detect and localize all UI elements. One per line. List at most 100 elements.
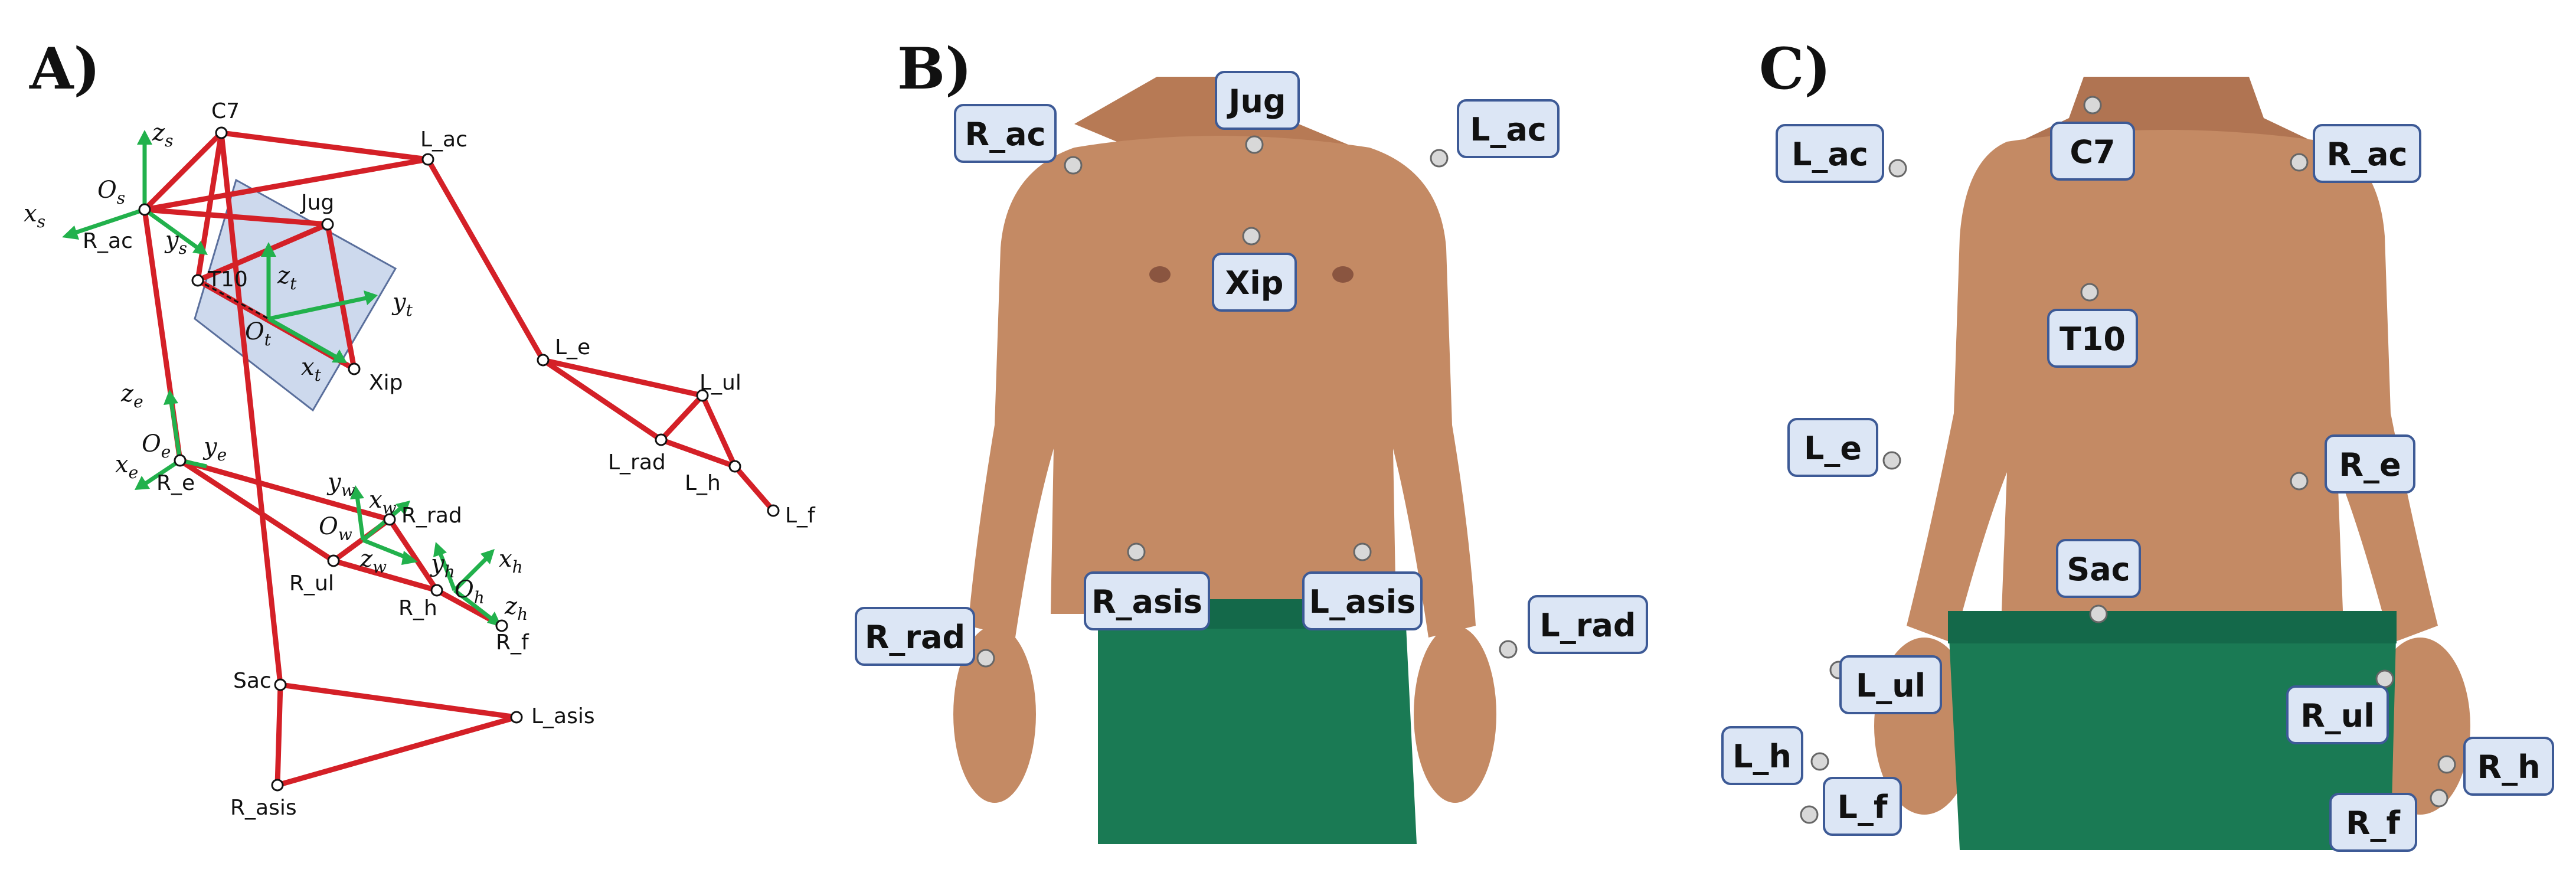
segment-c7-sac <box>218 130 283 688</box>
panel-b: B) Jug R_ac L_ac Xip R_asis L_asis <box>850 0 1712 889</box>
axis-xe <box>143 459 181 486</box>
label-rf: R_f <box>496 630 529 655</box>
label-zw: zw <box>359 545 387 577</box>
label-t10: T10 <box>207 267 248 292</box>
panel-a-label: A) <box>29 35 100 102</box>
panel-a: A) <box>0 0 850 889</box>
segment-rac-lac <box>142 156 431 213</box>
segment-lul-lh <box>699 393 738 469</box>
segment-t10-jug <box>195 221 331 283</box>
segment-lrad-lul <box>658 393 705 443</box>
point-t10 <box>191 274 204 287</box>
label-xe: xe <box>115 451 138 482</box>
point-xip <box>348 362 361 375</box>
front-figure <box>953 77 1496 844</box>
point-lh <box>728 460 741 473</box>
axis-zw-arrow <box>401 551 418 565</box>
label-yw: yw <box>326 469 355 500</box>
label-xip: Xip <box>369 371 403 395</box>
point-rasis <box>271 779 284 792</box>
front-tag-lasis-box <box>1302 571 1423 630</box>
axis-xw-arrow <box>395 501 410 515</box>
panel-b-label: B) <box>897 35 972 102</box>
segment-c7-t10 <box>195 130 224 283</box>
segment-c7-lac <box>218 130 431 162</box>
axis-yt-arrow <box>364 290 378 305</box>
front-tag-lrad-box <box>1528 595 1648 654</box>
label-zs: zs <box>152 119 173 151</box>
label-lul: L_ul <box>699 371 741 395</box>
front-right-hand <box>1414 626 1496 803</box>
label-lf: L_f <box>785 504 816 528</box>
label-yt: yt <box>391 289 413 320</box>
front-markers <box>976 135 1518 668</box>
label-xh: xh <box>499 545 523 577</box>
segment-rac-jug <box>142 207 331 227</box>
point-c7 <box>215 126 228 139</box>
segment-rasis-lasis <box>274 714 519 788</box>
front-nipple-left <box>1149 266 1171 283</box>
front-tag-lac-box <box>1457 99 1560 158</box>
back-tag-t10: T10 <box>2060 321 2126 358</box>
label-lh: L_h <box>685 471 721 495</box>
point-re <box>174 454 187 467</box>
point-le <box>537 354 550 367</box>
segment-lh-lf <box>732 463 776 514</box>
axis-ys <box>143 208 200 250</box>
marker-labels: C7 L_ac Jug R_ac T10 Xip L_e L_ul L_rad … <box>83 99 816 820</box>
back-marker-re <box>2290 472 2309 491</box>
back-tag-rh: R_h <box>2477 749 2540 786</box>
label-rasis: R_asis <box>230 796 297 820</box>
back-marker-c7 <box>2083 96 2102 115</box>
axis-xh-arrow <box>480 549 495 564</box>
segment-re-rrad <box>177 457 393 522</box>
label-jug: Jug <box>300 191 334 215</box>
axis-ys-arrow <box>192 241 208 255</box>
back-view-photo: C) C7 L_ac R_ac T10 L_e R_e <box>1721 35 2554 852</box>
label-lac: L_ac <box>420 128 468 152</box>
front-tag-rrad-box <box>855 607 975 666</box>
front-nipple-right <box>1332 266 1354 283</box>
segment-rul-rh <box>331 558 440 593</box>
label-sac: Sac <box>233 669 272 693</box>
back-torso <box>1907 130 2438 643</box>
front-tag-lasis: L_asis <box>1309 583 1416 620</box>
axis-zt-arrow <box>261 242 276 257</box>
back-shorts-waistband <box>1948 611 2397 643</box>
panel-c: C) C7 L_ac R_ac T10 L_e R_e <box>1712 0 2576 889</box>
back-tag-rh-box <box>2463 737 2554 796</box>
kinematic-model-diagram: A) <box>24 35 816 820</box>
front-marker-jug <box>1245 135 1264 154</box>
axis-yw <box>355 495 365 541</box>
point-jug <box>321 218 334 231</box>
back-marker-lac <box>1888 159 1907 178</box>
axis-xe-arrow <box>135 476 150 490</box>
back-tag-rac: R_ac <box>2326 136 2407 173</box>
back-tag-re-box <box>2325 434 2415 493</box>
back-tag-sac: Sac <box>2067 551 2130 588</box>
back-marker-rh <box>2437 755 2456 774</box>
segment-lrad-lh <box>658 437 738 469</box>
front-tag-rasis: R_asis <box>1091 583 1202 620</box>
axis-labels: zs Os xs ys zt yt Ot xt ze Oe ye xe yw x… <box>24 119 528 624</box>
front-tag-rrad: R_rad <box>865 619 965 656</box>
axis-xs <box>73 207 146 236</box>
point-sac <box>274 678 287 691</box>
label-xt: xt <box>301 354 322 385</box>
axis-zh <box>453 589 495 622</box>
label-le: L_e <box>555 335 590 359</box>
segment-jug-xip <box>325 221 357 372</box>
back-marker-rul <box>2375 669 2394 688</box>
segment-rrad-rh <box>387 517 440 593</box>
label-oh: Oh <box>455 576 485 607</box>
back-tag-rac-box <box>2313 124 2421 183</box>
segment-c7-rac <box>142 130 224 213</box>
back-markers <box>1800 96 2456 824</box>
label-lasis: L_asis <box>531 704 595 728</box>
back-tag-rf: R_f <box>2346 805 2401 842</box>
axis-yt <box>268 296 367 321</box>
segment-le-lul <box>540 357 705 398</box>
point-rac <box>138 203 151 216</box>
panel-c-label: C) <box>1759 35 1831 102</box>
front-tag-jug-box <box>1215 71 1300 130</box>
